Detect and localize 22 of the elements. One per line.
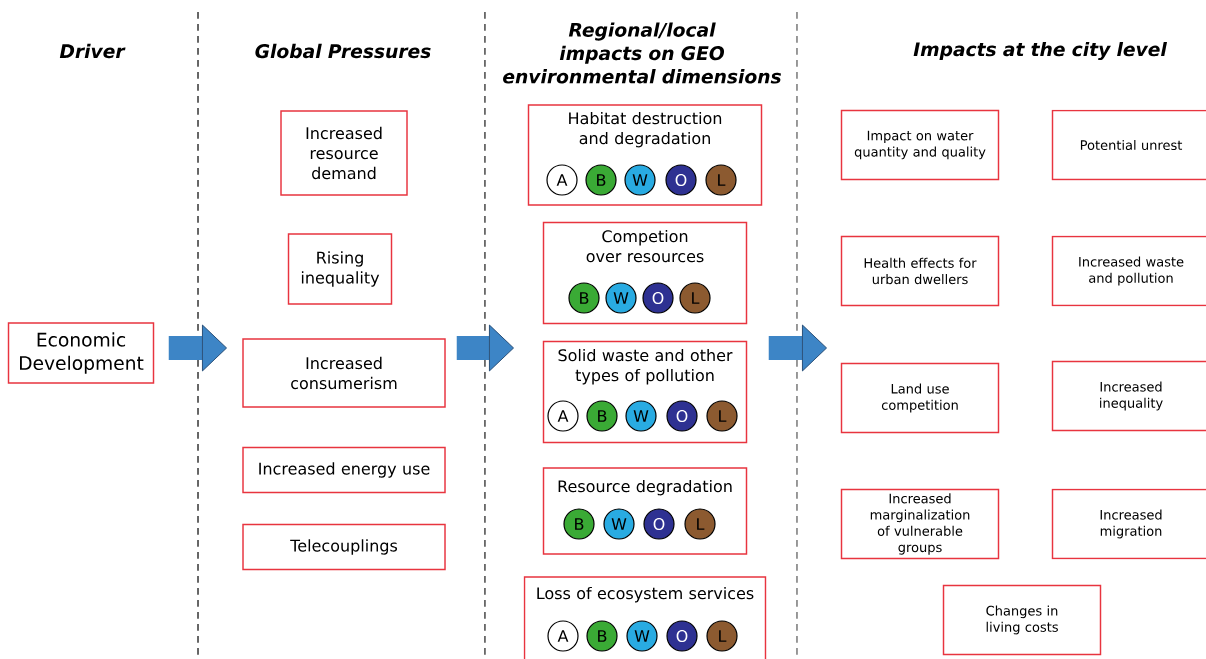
text-box: Economic Development <box>7 322 155 384</box>
text-box: Potential unrest <box>1051 109 1206 181</box>
text-box: Increased migration <box>1051 488 1206 560</box>
text-box: Rising inequality <box>287 233 393 305</box>
text-box: Increased marginalization of vulnerable groups <box>840 488 1000 560</box>
text-box: Increased inequality <box>1051 360 1206 432</box>
block-arrow <box>168 324 228 372</box>
text-box: Increased waste and pollution <box>1051 235 1206 307</box>
text-box: Impact on water quantity and quality <box>840 109 1000 181</box>
text-box: Land use competition <box>840 362 1000 434</box>
text-box: Changes in living costs <box>942 584 1102 656</box>
column-heading: Global Pressures <box>255 43 431 59</box>
block-arrow <box>768 324 828 372</box>
column-heading: Driver <box>59 43 126 59</box>
text-box: Telecouplings <box>242 523 446 571</box>
text-box: Health effects for urban dwellers <box>840 235 1000 307</box>
text-box: Increased resource demand <box>280 110 408 196</box>
column-heading: Regional/local impacts on GEO environmental dimensions <box>503 22 781 84</box>
text-box: Increased energy use <box>242 446 446 494</box>
block-arrow <box>456 324 515 372</box>
text-box: Increased consumerism <box>242 338 446 408</box>
column-heading: Impacts at the city level <box>913 41 1167 61</box>
